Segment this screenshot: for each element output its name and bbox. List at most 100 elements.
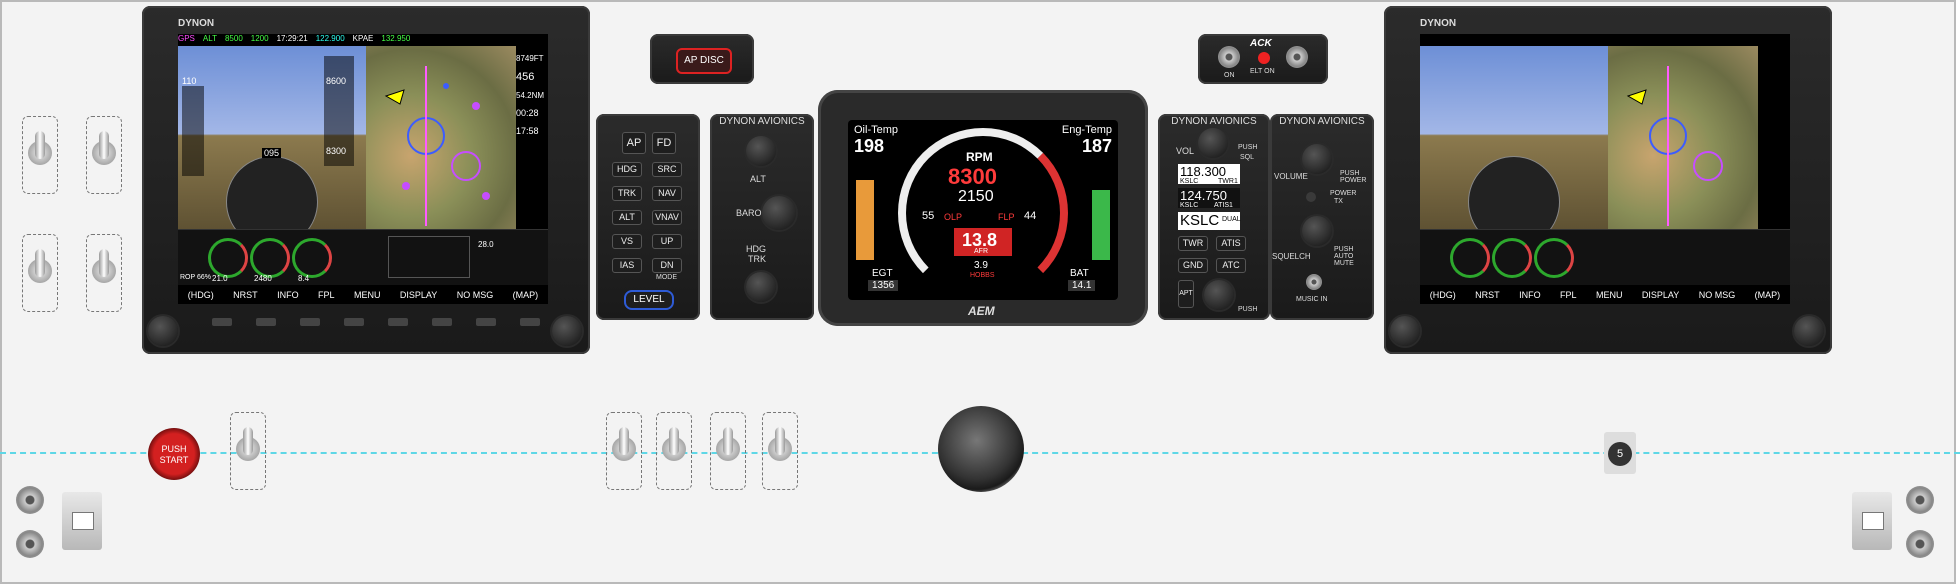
hw-softkey-button[interactable]	[300, 318, 320, 326]
squelch-knob[interactable]	[1302, 216, 1332, 246]
circuit-breaker[interactable]: 5	[1604, 432, 1636, 474]
toggle-switch[interactable]	[762, 412, 798, 490]
headset-jack[interactable]	[1906, 486, 1934, 514]
efis-right-screen[interactable]: (HDG) NRST INFO FPL MENU DISPLAY NO MSG …	[1420, 34, 1790, 304]
softkey[interactable]: NRST	[1475, 289, 1500, 300]
atc-button[interactable]: ATC	[1216, 258, 1246, 273]
softkey[interactable]: NRST	[233, 289, 258, 300]
right-knob[interactable]	[552, 316, 582, 346]
push-start-button[interactable]: PUSH START	[148, 428, 200, 480]
hw-softkey-button[interactable]	[476, 318, 496, 326]
softkey[interactable]: NO MSG	[456, 289, 494, 300]
toggle-switch[interactable]	[22, 234, 58, 312]
knob-panel-brand: DYNON AVIONICS	[719, 116, 805, 127]
pfd-area[interactable]	[1420, 46, 1608, 248]
softkey[interactable]: FPL	[318, 289, 335, 300]
rpm-label: RPM	[966, 150, 993, 164]
hdg-button[interactable]: HDG	[612, 162, 642, 177]
freq-knob[interactable]	[1204, 280, 1234, 310]
breaker-value: 5	[1608, 442, 1632, 466]
hw-softkey-button[interactable]	[388, 318, 408, 326]
toggle-switch[interactable]	[86, 234, 122, 312]
src-button[interactable]: SRC	[652, 162, 682, 177]
softkey[interactable]: INFO	[277, 289, 299, 300]
baro-label: BARO	[736, 208, 762, 218]
toggle-switch[interactable]	[710, 412, 746, 490]
toggle-switch[interactable]	[230, 412, 266, 490]
trk-button[interactable]: TRK	[612, 186, 642, 201]
softkey[interactable]: (HDG)	[187, 289, 214, 300]
softkey[interactable]: DISPLAY	[1641, 289, 1680, 300]
softkey[interactable]: (MAP)	[512, 289, 539, 300]
hw-softkey-button[interactable]	[212, 318, 232, 326]
usb-port-right[interactable]	[1852, 492, 1892, 550]
up-button[interactable]: UP	[652, 234, 682, 249]
volume-knob[interactable]	[1302, 144, 1332, 174]
softkey[interactable]: MENU	[353, 289, 381, 300]
gnd-button[interactable]: GND	[1178, 258, 1208, 273]
sql-label: SQL	[1240, 154, 1255, 161]
center-push-button[interactable]	[938, 406, 1024, 492]
toggle-switch[interactable]	[22, 116, 58, 194]
elt-test-switch[interactable]	[1218, 46, 1240, 68]
standby-freq: 124.750	[1180, 188, 1227, 203]
mic-jack[interactable]	[16, 530, 44, 558]
hdg-trk-knob[interactable]	[746, 272, 776, 302]
right-knob[interactable]	[1794, 316, 1824, 346]
softkey[interactable]: NO MSG	[1698, 289, 1736, 300]
vol-knob[interactable]	[1198, 128, 1228, 158]
toggle-switch[interactable]	[656, 412, 692, 490]
efis-left-screen[interactable]: GPS ALT 8500 1200 17:29:21 122.900 KPAE …	[178, 34, 548, 304]
usb-port-left[interactable]	[62, 492, 102, 550]
flp-label: FLP	[998, 212, 1015, 222]
apt-button[interactable]: APT	[1178, 280, 1194, 308]
baro-knob[interactable]	[762, 196, 796, 230]
rpm-value: 2480	[254, 274, 272, 283]
olp-label: OLP	[944, 212, 963, 222]
moving-map[interactable]	[366, 46, 516, 229]
softkey[interactable]: DISPLAY	[399, 289, 438, 300]
softkey[interactable]: INFO	[1519, 289, 1541, 300]
vnav-button[interactable]: VNAV	[652, 210, 682, 225]
softkey[interactable]: (HDG)	[1429, 289, 1456, 300]
twr-button[interactable]: TWR	[1178, 236, 1208, 251]
intercom-panel: DYNON AVIONICS VOLUME PUSH POWER POWER T…	[1270, 114, 1374, 320]
aem-screen[interactable]: Oil-Temp 198 Eng-Temp 187 RPM 8300 2150 …	[848, 120, 1118, 300]
left-knob[interactable]	[1390, 316, 1420, 346]
alt-button[interactable]: ALT	[612, 210, 642, 225]
dn-button[interactable]: DN	[652, 258, 682, 273]
com-freq-2: 132.950	[381, 34, 411, 43]
toggle-switch[interactable]	[606, 412, 642, 490]
nav-button[interactable]: NAV	[652, 186, 682, 201]
egt-label: EGT	[872, 268, 893, 279]
atis-button[interactable]: ATIS	[1216, 236, 1246, 251]
mic-jack[interactable]	[1906, 530, 1934, 558]
headset-jack[interactable]	[16, 486, 44, 514]
softkey[interactable]: MENU	[1595, 289, 1623, 300]
ias-button[interactable]: IAS	[612, 258, 642, 273]
toggle-switch[interactable]	[86, 116, 122, 194]
softkey-row: (HDG) NRST INFO FPL MENU DISPLAY NO MSG …	[1420, 285, 1790, 304]
vs-button[interactable]: VS	[612, 234, 642, 249]
efis-right: DYNON (HDG) NRST INFO FPL MENU DISPLAY	[1384, 6, 1832, 354]
on-label: ON	[1224, 72, 1235, 79]
hw-softkey-button[interactable]	[520, 318, 540, 326]
fd-button[interactable]: FD	[652, 132, 676, 154]
alt-knob[interactable]	[746, 136, 776, 166]
softkey[interactable]: FPL	[1560, 289, 1577, 300]
music-in-jack[interactable]	[1306, 274, 1322, 290]
left-knob[interactable]	[148, 316, 178, 346]
bat-label: BAT	[1070, 268, 1089, 279]
hw-softkey-button[interactable]	[344, 318, 364, 326]
hdg-label: HDG	[746, 244, 766, 254]
ap-disc-button[interactable]: AP DISC	[676, 48, 732, 74]
hw-softkey-button[interactable]	[432, 318, 452, 326]
softkey[interactable]: (MAP)	[1754, 289, 1781, 300]
elt-reset-switch[interactable]	[1286, 46, 1308, 68]
level-button[interactable]: LEVEL	[624, 290, 674, 310]
elt-panel: ACK ELT ON ON	[1198, 34, 1328, 84]
moving-map[interactable]	[1608, 46, 1758, 229]
ap-button[interactable]: AP	[622, 132, 646, 154]
hw-softkey-button[interactable]	[256, 318, 276, 326]
pfd-area[interactable]: 110 8600 8300 095	[178, 46, 366, 248]
